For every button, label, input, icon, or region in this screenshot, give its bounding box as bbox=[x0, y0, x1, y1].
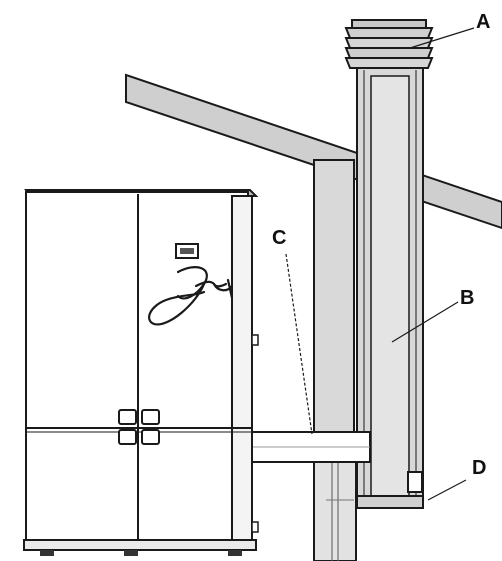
door-handles bbox=[118, 409, 160, 445]
label-d: D bbox=[472, 457, 487, 479]
display-window bbox=[175, 243, 199, 259]
connecting-flue-pipe bbox=[251, 431, 371, 463]
leader-a bbox=[409, 27, 475, 49]
wall bbox=[313, 159, 357, 561]
label-b: B bbox=[460, 287, 475, 309]
label-c: C bbox=[272, 227, 287, 249]
leader-lines bbox=[285, 27, 475, 501]
leader-d bbox=[427, 479, 467, 501]
label-a: A bbox=[476, 11, 491, 33]
boiler-cabinet bbox=[23, 189, 259, 551]
leader-b bbox=[391, 301, 459, 343]
condensate-drain bbox=[356, 471, 424, 509]
leader-c bbox=[285, 253, 313, 435]
cabinet-feet bbox=[40, 550, 242, 556]
chimney-cap bbox=[344, 19, 434, 69]
brand-logo bbox=[148, 266, 234, 326]
